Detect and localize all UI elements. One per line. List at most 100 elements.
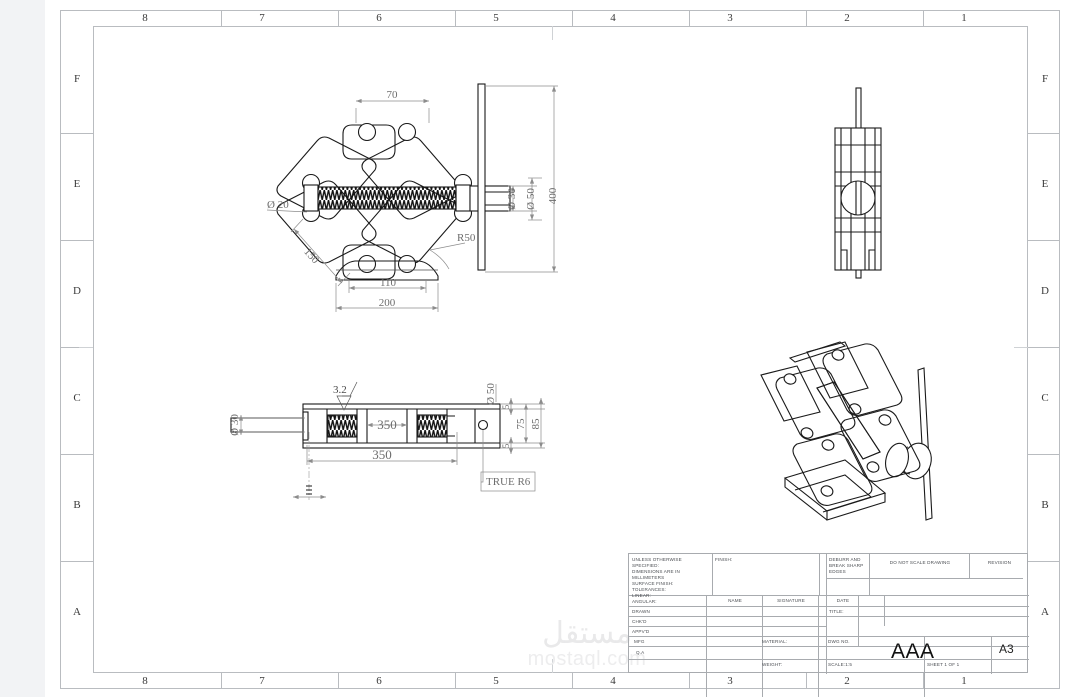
- dim-400: 400: [547, 187, 559, 204]
- tb-row-qa: Q.A: [636, 650, 645, 655]
- tb-rule: [629, 626, 826, 627]
- zone-label-row-D-left: D: [73, 285, 81, 297]
- zone-label-row-B-right: B: [1041, 499, 1049, 511]
- tb-rule: [858, 595, 859, 646]
- dim-R50: R50: [457, 232, 476, 244]
- dim-5-bottom: 5: [501, 443, 511, 448]
- zone-label-col-5-bottom: 5: [493, 675, 499, 687]
- zone-label-row-C-right: C: [1041, 392, 1049, 404]
- tb-material-label: MATERIAL:: [762, 639, 788, 644]
- zone-label-col-7-bottom: 7: [259, 675, 265, 687]
- dim-dia-30-section: Ø 30: [229, 414, 241, 436]
- tb-col-date: DATE: [836, 598, 850, 603]
- dim-350-overall: 350: [372, 447, 392, 462]
- tb-col-name: NAME: [728, 598, 742, 603]
- tb-row-drawn: DRAWN: [632, 609, 650, 614]
- center-tick-right: [1014, 347, 1028, 348]
- tb-rule: [969, 554, 970, 578]
- tb-dwg-no-value: AAA: [891, 640, 935, 663]
- dim-dia-20: Ø 20: [267, 199, 289, 211]
- zone-divider: [1028, 347, 1060, 348]
- tb-rule: [629, 616, 1029, 617]
- side-view-geometry: [834, 87, 882, 279]
- zone-label-col-1-top: 1: [961, 12, 967, 24]
- tb-rule: [819, 554, 820, 595]
- dim-350-inner: 350: [377, 417, 397, 432]
- tb-rule: [706, 595, 707, 697]
- drawing-geometry: 70 Ø 20 150 110 200: [229, 83, 933, 521]
- tb-row-appvd: APPV'D: [632, 629, 650, 634]
- tb-rule: [924, 636, 925, 697]
- tb-rule: [762, 595, 763, 697]
- dim-85: 85: [530, 418, 542, 430]
- zone-label-col-1-bottom: 1: [961, 675, 967, 687]
- zone-label-row-E-right: E: [1041, 178, 1049, 190]
- tb-row-mfg: MFG: [634, 639, 645, 644]
- tb-weight-label: WEIGHT:: [762, 662, 783, 667]
- tb-rule: [818, 595, 819, 697]
- zone-label-row-D-right: D: [1041, 285, 1049, 297]
- dim-150: 150: [301, 246, 321, 267]
- tb-rule: [629, 606, 1029, 607]
- zone-label-col-5-top: 5: [493, 12, 499, 24]
- zone-divider: [1028, 133, 1060, 134]
- dim-true-r6: TRUE R6: [486, 476, 531, 488]
- zone-label-col-2-bottom: 2: [844, 675, 850, 687]
- zone-divider: [689, 673, 690, 689]
- tb-general-notes: UNLESS OTHERWISE SPECIFIED: DIMENSIONS A…: [632, 557, 682, 605]
- zone-label-row-B-left: B: [73, 499, 81, 511]
- zone-divider: [923, 673, 924, 689]
- zone-divider: [60, 454, 93, 455]
- zone-divider: [60, 347, 93, 348]
- title-block: UNLESS OTHERWISE SPECIFIED: DIMENSIONS A…: [628, 553, 1029, 697]
- zone-label-col-3-bottom: 3: [727, 675, 733, 687]
- zone-divider: [60, 133, 93, 134]
- dim-dia-50-section: Ø 50: [485, 383, 497, 405]
- zone-label-col-3-top: 3: [727, 12, 733, 24]
- center-tick-top: [552, 26, 553, 40]
- tb-rule: [884, 595, 885, 626]
- tb-rule: [826, 636, 1029, 637]
- tb-rule: [629, 659, 1029, 660]
- tb-sheet-format: A3: [999, 642, 1014, 656]
- zone-label-col-4-top: 4: [610, 12, 616, 24]
- sheet-outer-border: [60, 10, 1060, 689]
- zone-divider: [806, 673, 807, 689]
- zone-divider: [221, 10, 222, 27]
- tb-rule: [826, 578, 1023, 579]
- tb-col-signature: SIGNATURE: [777, 598, 805, 603]
- zone-label-col-2-top: 2: [844, 12, 850, 24]
- zone-divider: [60, 240, 93, 241]
- tb-do-not-scale-label: DO NOT SCALE DRAWING: [889, 560, 951, 565]
- zone-divider: [1028, 240, 1060, 241]
- zone-label-col-6-top: 6: [376, 12, 382, 24]
- tb-row-chkd: CHK'D: [632, 619, 647, 624]
- tb-finish-label: FINISH:: [715, 557, 733, 562]
- zone-divider: [572, 673, 573, 689]
- zone-label-row-A-left: A: [73, 606, 81, 618]
- zone-label-row-F-right: F: [1041, 73, 1049, 85]
- dim-5-top: 5: [501, 404, 511, 409]
- zone-divider: [689, 10, 690, 27]
- front-view-geometry: 70 Ø 20 150 110 200: [266, 83, 559, 312]
- center-tick-bottom: [552, 659, 553, 673]
- zone-divider: [60, 561, 93, 562]
- zone-divider: [455, 673, 456, 689]
- dim-dia-30-front: Ø 30: [506, 188, 518, 210]
- dim-110: 110: [380, 277, 397, 289]
- zone-label-row-A-right: A: [1041, 606, 1049, 618]
- tb-deburr-label: DEBURR AND BREAK SHARP EDGES: [829, 557, 864, 575]
- dim-200: 200: [379, 297, 396, 309]
- zone-label-col-7-top: 7: [259, 12, 265, 24]
- dim-surface-finish-3-2: 3.2: [333, 384, 347, 396]
- section-view-geometry: 3.2 Ø 30 350 350 Ø 50: [229, 381, 545, 500]
- zone-label-col-4-bottom: 4: [610, 675, 616, 687]
- tb-title-label: TITLE:: [829, 609, 844, 614]
- zone-divider: [1028, 561, 1060, 562]
- dim-75: 75: [515, 418, 527, 430]
- zone-divider: [1028, 454, 1060, 455]
- center-tick-left: [79, 347, 93, 348]
- tb-rule: [869, 554, 870, 595]
- zone-divider: [338, 673, 339, 689]
